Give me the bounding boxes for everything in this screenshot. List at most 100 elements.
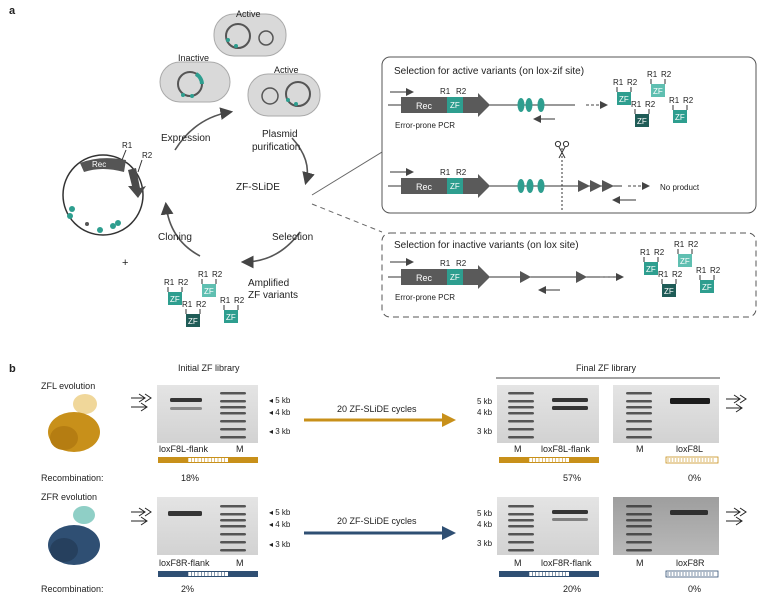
gel-band xyxy=(220,519,246,522)
gel-band xyxy=(508,428,534,431)
gel-band xyxy=(626,533,652,536)
zfr-initial-lane: loxF8R-flank xyxy=(159,558,210,568)
cell-inactive xyxy=(159,61,231,103)
gel-band xyxy=(508,406,534,409)
zfr-recombination-label: Recombination: xyxy=(41,584,104,594)
gel-band xyxy=(170,398,202,402)
zf-variant-label: ZF xyxy=(637,117,647,126)
zfr-control-m: M xyxy=(636,558,644,568)
cell-label-active-top: Active xyxy=(236,9,261,19)
gel-band xyxy=(626,525,652,528)
zf-variant-r1: R1 xyxy=(640,248,651,257)
gel-band xyxy=(626,513,652,516)
zf-variant-r1: R1 xyxy=(613,78,624,87)
zfr-marker-4kb: ◂ 4 kb xyxy=(269,520,291,529)
cell-label-active-right: Active xyxy=(274,65,299,75)
zfl-final-marker-3kb: 3 kb xyxy=(477,427,493,436)
zf-variant-r1: R1 xyxy=(198,270,209,279)
zf-variant-r2: R2 xyxy=(672,270,683,279)
zfl-initial-pct: 18% xyxy=(181,473,199,483)
inactive-pcr-label: Error-prone PCR xyxy=(395,293,455,302)
gel-band xyxy=(508,436,534,439)
gel-band xyxy=(626,541,652,544)
zfl-final-marker-4kb: 4 kb xyxy=(477,408,493,417)
gel-band xyxy=(508,549,534,552)
gel-band xyxy=(508,533,534,536)
zf-variant-r2: R2 xyxy=(196,300,207,309)
step-cloning: Cloning xyxy=(158,232,192,243)
active-rec-label: Rec xyxy=(416,101,433,111)
zfr-final-marker-5kb: 5 kb xyxy=(477,509,493,518)
zfl-recombination-label: Recombination: xyxy=(41,473,104,483)
zfl-site-bars xyxy=(158,456,719,464)
gel-band xyxy=(220,436,246,439)
active-pcr-label: Error-prone PCR xyxy=(395,121,455,130)
gel-band xyxy=(220,428,246,431)
zfr-final-marker-4kb: 4 kb xyxy=(477,520,493,529)
zfl-control-m: M xyxy=(636,444,644,454)
amplified-line2: ZF variants xyxy=(248,290,298,301)
site-bar xyxy=(158,457,258,463)
zf-variant-r2: R2 xyxy=(178,278,189,287)
active-construct-2 xyxy=(388,148,650,212)
zf-variant-r1: R1 xyxy=(696,266,707,275)
gel-band xyxy=(220,541,246,544)
zf-variant-label: ZF xyxy=(619,95,629,104)
zfr-marker-3kb: ◂ 3 kb xyxy=(269,540,291,549)
zf-variant-r2: R2 xyxy=(627,78,638,87)
plasmid-rec-label: Rec xyxy=(92,160,106,169)
gel-band xyxy=(508,505,534,508)
zf-variant-label: ZF xyxy=(680,257,690,266)
zf-variant-label: ZF xyxy=(170,295,180,304)
site-bar xyxy=(665,570,719,578)
zf-variant-r1: R1 xyxy=(631,100,642,109)
inactive-selection-box xyxy=(381,232,757,318)
gel-band xyxy=(220,420,246,423)
zfl-cycles-label: 20 ZF-SLiDE cycles xyxy=(337,404,417,414)
active-zf-label: ZF xyxy=(450,101,460,110)
zfr-arrowheads-right xyxy=(726,507,747,526)
inactive-r1-label: R1 xyxy=(440,259,451,268)
plasmid-r2-label: R2 xyxy=(142,151,153,160)
inactive-rec-label: Rec xyxy=(416,273,433,283)
cycle-arrows xyxy=(160,107,315,269)
gel-band xyxy=(220,549,246,552)
site-bar xyxy=(499,571,599,577)
gel-band xyxy=(508,541,534,544)
connector-inactive xyxy=(311,203,383,233)
plus-sign: + xyxy=(122,257,128,269)
connector-active xyxy=(311,151,383,196)
step-expression: Expression xyxy=(161,133,210,144)
zfl-marker-5kb: ◂ 5 kb xyxy=(269,396,291,405)
zf-variant-r2: R2 xyxy=(710,266,721,275)
zf-variant-label: ZF xyxy=(646,265,656,274)
zfl-evolution-label: ZFL evolution xyxy=(41,381,95,391)
gel-band xyxy=(552,510,588,514)
zfr-protein-icon xyxy=(48,506,100,565)
zf-variant-label: ZF xyxy=(653,87,663,96)
zf-variant-r2: R2 xyxy=(654,248,665,257)
gel-band xyxy=(626,519,652,522)
gel-band xyxy=(626,406,652,409)
zf-variant-r2: R2 xyxy=(645,100,656,109)
inactive-zf-label: ZF xyxy=(450,273,460,282)
gel-band xyxy=(220,505,246,508)
zfl-final-lane: loxF8L-flank xyxy=(541,444,591,454)
zfl-final-m: M xyxy=(514,444,522,454)
step-selection: Selection xyxy=(272,232,313,243)
gel-band xyxy=(552,518,588,521)
zfl-control-pct: 0% xyxy=(688,473,701,483)
zfl-initial-m: M xyxy=(236,444,244,454)
zfl-final-pct: 57% xyxy=(563,473,581,483)
